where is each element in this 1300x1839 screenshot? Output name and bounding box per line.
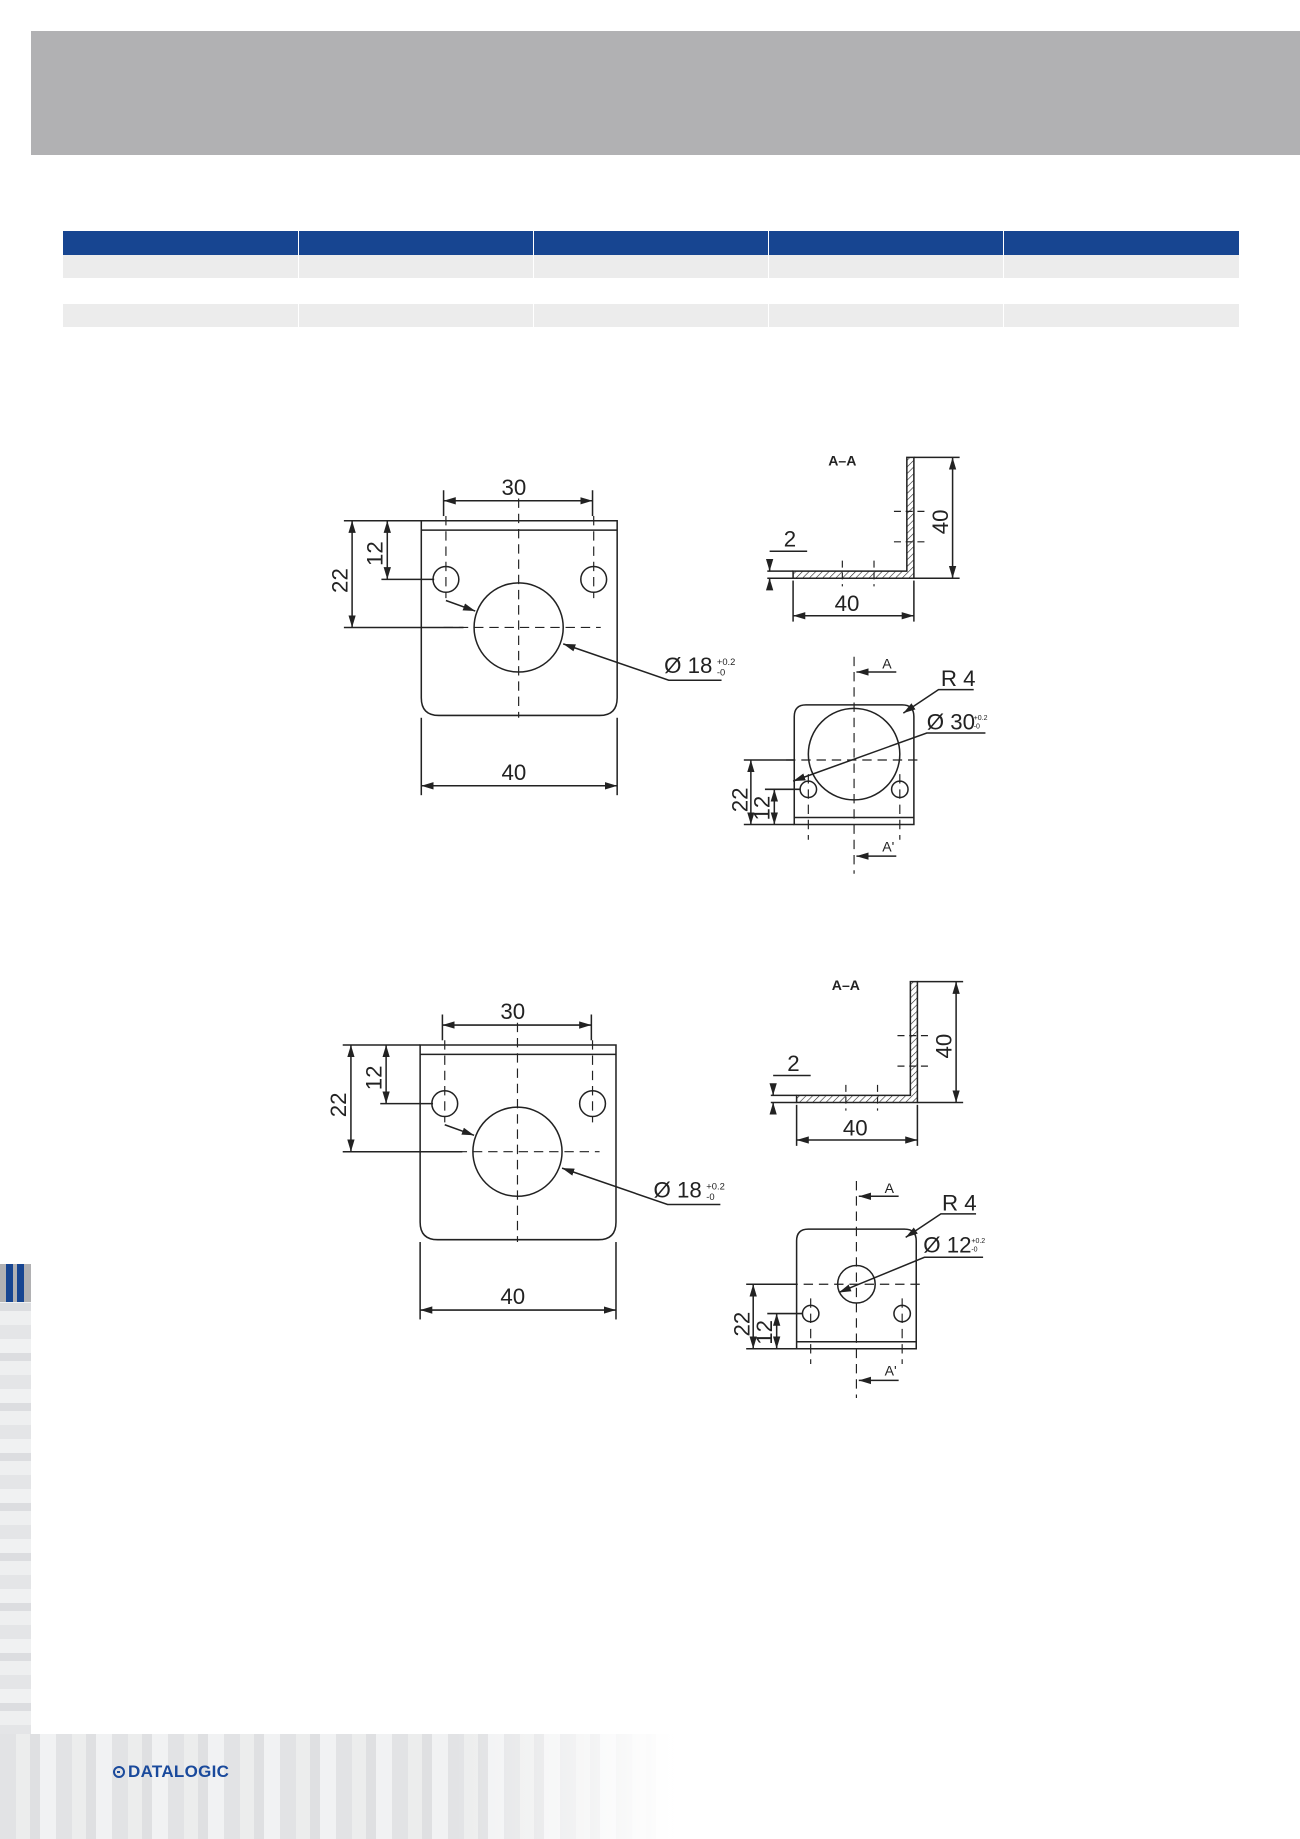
dim-22: 22 bbox=[730, 1312, 755, 1337]
dim-30: 30 bbox=[500, 999, 525, 1024]
page-header-band bbox=[31, 31, 1300, 155]
dim-base-40: 40 bbox=[835, 591, 860, 616]
bracket-drawing-2 bbox=[342, 980, 984, 1399]
bottom-view bbox=[743, 656, 986, 874]
section-mark-top: A bbox=[885, 1180, 895, 1196]
bottom-hole-diameter: Ø 30 bbox=[927, 710, 975, 735]
spec-table bbox=[63, 231, 1239, 327]
dim-flange-40: 40 bbox=[931, 1034, 956, 1059]
dim-12: 12 bbox=[752, 1320, 777, 1345]
logo-mark-icon bbox=[113, 1766, 125, 1778]
section-tab-marker bbox=[0, 1264, 31, 1302]
logo-text: DATALOGIC bbox=[128, 1762, 230, 1781]
hole-diameter: Ø 18 bbox=[654, 1177, 702, 1202]
tolerance-plus: +0.2 bbox=[717, 657, 736, 667]
dim-22: 22 bbox=[326, 1092, 351, 1117]
section-title: A–A bbox=[828, 453, 856, 469]
radius-label: R 4 bbox=[941, 666, 976, 691]
datalogic-logo: DATALOGIC bbox=[113, 1762, 229, 1782]
front-view bbox=[342, 1014, 721, 1320]
dim-thickness: 2 bbox=[787, 1051, 799, 1076]
dim-22: 22 bbox=[327, 568, 352, 593]
tolerance-minus: -0 bbox=[717, 668, 725, 678]
tolerance-plus: +0.2 bbox=[706, 1181, 725, 1191]
dim-base-40: 40 bbox=[843, 1115, 868, 1140]
hole-diameter: Ø 18 bbox=[664, 653, 712, 678]
table-row bbox=[63, 304, 1239, 327]
drawing-2-labels: 30 22 12 40 Ø 18 +0.2 -0 A–A 2 40 40 A A… bbox=[326, 977, 985, 1379]
bottom-view bbox=[746, 1181, 984, 1399]
dim-12: 12 bbox=[361, 1065, 386, 1090]
dim-thickness: 2 bbox=[784, 527, 796, 552]
table-row bbox=[63, 278, 1239, 304]
dim-12: 12 bbox=[363, 541, 388, 566]
drawing-1-labels: 30 22 12 40 Ø 18 +0.2 -0 A–A 2 40 40 A A… bbox=[327, 453, 987, 855]
section-view bbox=[769, 980, 964, 1146]
dim-40: 40 bbox=[500, 1284, 525, 1309]
bottom-hole-diameter: Ø 12 bbox=[923, 1233, 971, 1258]
section-title: A–A bbox=[832, 977, 860, 993]
section-mark-top: A bbox=[882, 656, 892, 672]
tolerance-plus: +0.2 bbox=[974, 715, 988, 722]
section-mark-bottom: A' bbox=[882, 838, 894, 854]
dim-flange-40: 40 bbox=[928, 510, 953, 535]
bracket-drawing-1 bbox=[343, 456, 986, 874]
tolerance-minus: -0 bbox=[974, 723, 980, 730]
front-view bbox=[343, 490, 722, 796]
dim-40: 40 bbox=[502, 760, 527, 785]
section-mark-bottom: A' bbox=[885, 1363, 897, 1379]
dim-12: 12 bbox=[750, 796, 775, 821]
table-header-row bbox=[63, 231, 1239, 255]
radius-label: R 4 bbox=[942, 1190, 977, 1215]
tolerance-minus: -0 bbox=[706, 1192, 714, 1202]
dim-30: 30 bbox=[502, 475, 527, 500]
section-view bbox=[765, 456, 960, 622]
footer-texture bbox=[0, 1734, 1300, 1839]
tolerance-plus: +0.2 bbox=[971, 1238, 985, 1245]
dim-22: 22 bbox=[727, 787, 752, 812]
tolerance-minus: -0 bbox=[971, 1246, 977, 1253]
table-row bbox=[63, 255, 1239, 278]
